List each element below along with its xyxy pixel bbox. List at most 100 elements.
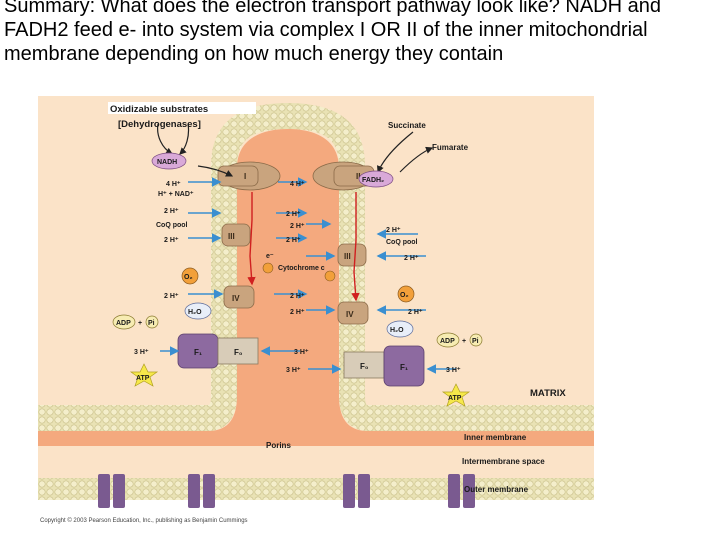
substrate-arrow-1 [157, 123, 174, 155]
proton-label-3: 2 H⁺ [164, 208, 179, 215]
complex-II-label: II [356, 172, 360, 181]
cytochrome-c-left-marker [262, 262, 274, 274]
porin-1 [98, 474, 110, 508]
fadh2-label: FADH₂ [362, 177, 384, 184]
matrix-label: MATRIX [530, 388, 566, 399]
fo-left-label: F₀ [234, 348, 243, 357]
proton-label-17: 3 H⁺ [446, 367, 461, 374]
porin-5 [343, 474, 355, 508]
h2o-left-badge [184, 302, 212, 320]
porin-6 [358, 474, 370, 508]
o2-right-label: O₂ [400, 292, 409, 299]
atp-right-star [441, 383, 471, 407]
adp-left-label: ADP [116, 320, 131, 327]
proton-label-1: 4 H⁺ [166, 181, 181, 188]
proton-label-12: 2 H⁺ [290, 309, 305, 316]
f1-right-shape [383, 345, 425, 387]
nadh-to-complex-I [197, 165, 234, 177]
proton-label-6: 2 H⁺ [386, 227, 401, 234]
complex-IV-right-label: IV [346, 310, 354, 319]
proton-label-10: 2 H⁺ [164, 293, 179, 300]
pi-left-label: Pi [148, 320, 155, 327]
nad-label: H⁺ + NAD⁺ [158, 191, 194, 198]
complex-I-label: I [244, 172, 246, 181]
f1-right-label: F₁ [400, 363, 409, 372]
h2o-left-label: H₂O [188, 309, 202, 316]
fo-left-shape [217, 337, 259, 365]
h2o-right-badge [386, 320, 414, 338]
porin-4 [203, 474, 215, 508]
porin-2 [113, 474, 125, 508]
complex-III-left: III [221, 223, 251, 247]
coq-pool-left-label: CoQ pool [156, 222, 188, 229]
complex-IV-left-label: IV [232, 294, 240, 303]
slide-title: Summary: What does the electron transpor… [4, 0, 661, 65]
fumarate-label: Fumarate [432, 143, 469, 152]
cytochrome-c-label: Cytochrome c [278, 265, 325, 272]
o2-right-badge [397, 285, 415, 303]
succinate-arrow [377, 131, 414, 174]
coq-pool-right-label: CoQ pool [386, 239, 418, 246]
complex-I-left: I [217, 161, 281, 191]
dehydrogenases-label: [Dehydrogenases] [118, 119, 201, 130]
proton-label-4: 2 H⁺ [286, 211, 301, 218]
proton-label-11: 2 H⁺ [290, 293, 305, 300]
atp-synthase-right: F₀ F₁ [343, 345, 425, 387]
nadh-badge [151, 152, 187, 170]
electron-path-right [351, 192, 360, 302]
outer-membrane-label: Outer membrane [464, 485, 529, 494]
pi-right-badge [469, 333, 483, 347]
succinate-label: Succinate [388, 121, 426, 130]
porin-8 [463, 474, 475, 508]
substrate-arrow-2 [179, 123, 190, 155]
proton-label-9: 2 H⁺ [404, 255, 419, 262]
f1-left-label: F₁ [194, 348, 203, 357]
h2o-right-label: H₂O [390, 327, 404, 334]
inner-membrane-label: Inner membrane [464, 433, 527, 442]
fadh2-badge [358, 170, 394, 188]
electron-label-1: e⁻ [266, 253, 274, 260]
nadh-label: NADH [157, 159, 177, 166]
adp-right-label: ADP [440, 338, 455, 345]
proton-label-5: 2 H⁺ [290, 223, 305, 230]
o2-left-label: O₂ [184, 274, 193, 281]
pi-right-label: Pi [472, 338, 479, 345]
oxidizable-substrates-label: Oxidizable substrates [110, 104, 208, 115]
o2-left-badge [181, 267, 199, 285]
intermembrane-strip [38, 446, 594, 478]
proton-label-8: 2 H⁺ [286, 237, 301, 244]
complex-III-right: III [337, 243, 367, 267]
proton-label-7: 2 H⁺ [164, 237, 179, 244]
atp-left-star [129, 363, 159, 387]
fo-right-shape [343, 351, 385, 379]
adp-left-badge [112, 314, 136, 330]
copyright-label: Copyright © 2003 Pearson Education, Inc.… [40, 517, 248, 524]
complex-III-right-label: III [344, 252, 351, 261]
proton-label-16: 3 H⁺ [286, 367, 301, 374]
proton-label-15: 3 H⁺ [294, 349, 309, 356]
electron-transport-diagram: I III IV II III IV F₁ F₀ F₀ F₁ [38, 96, 594, 526]
atp-left-label: ATP [136, 375, 150, 382]
fumarate-arrow [399, 146, 434, 173]
adp-right-badge [436, 332, 460, 348]
porins-label: Porins [266, 441, 291, 450]
electron-path-left [247, 192, 256, 286]
proton-label-13: 2 H⁺ [408, 309, 423, 316]
pi-left-badge [145, 315, 159, 329]
proton-label-2: 4 H⁺ [290, 181, 305, 188]
complex-III-left-label: III [228, 232, 235, 241]
proton-label-14: 3 H⁺ [134, 349, 149, 356]
complex-IV-right: IV [337, 301, 369, 325]
svg-text:+: + [462, 338, 466, 345]
intermembrane-space-label: Intermembrane space [462, 457, 545, 466]
porins [98, 474, 475, 508]
atp-right-label: ATP [448, 395, 462, 402]
matrix-region [38, 129, 594, 446]
fo-right-label: F₀ [360, 362, 369, 371]
svg-text:+: + [138, 320, 142, 327]
atp-synthase-left: F₁ F₀ [177, 333, 259, 369]
etc-svg: I III IV II III IV F₁ F₀ F₀ F₁ [38, 96, 594, 526]
inner-membrane-band [38, 102, 594, 431]
cytochrome-c-right-marker [324, 270, 336, 282]
complex-IV-left: IV [223, 285, 255, 309]
